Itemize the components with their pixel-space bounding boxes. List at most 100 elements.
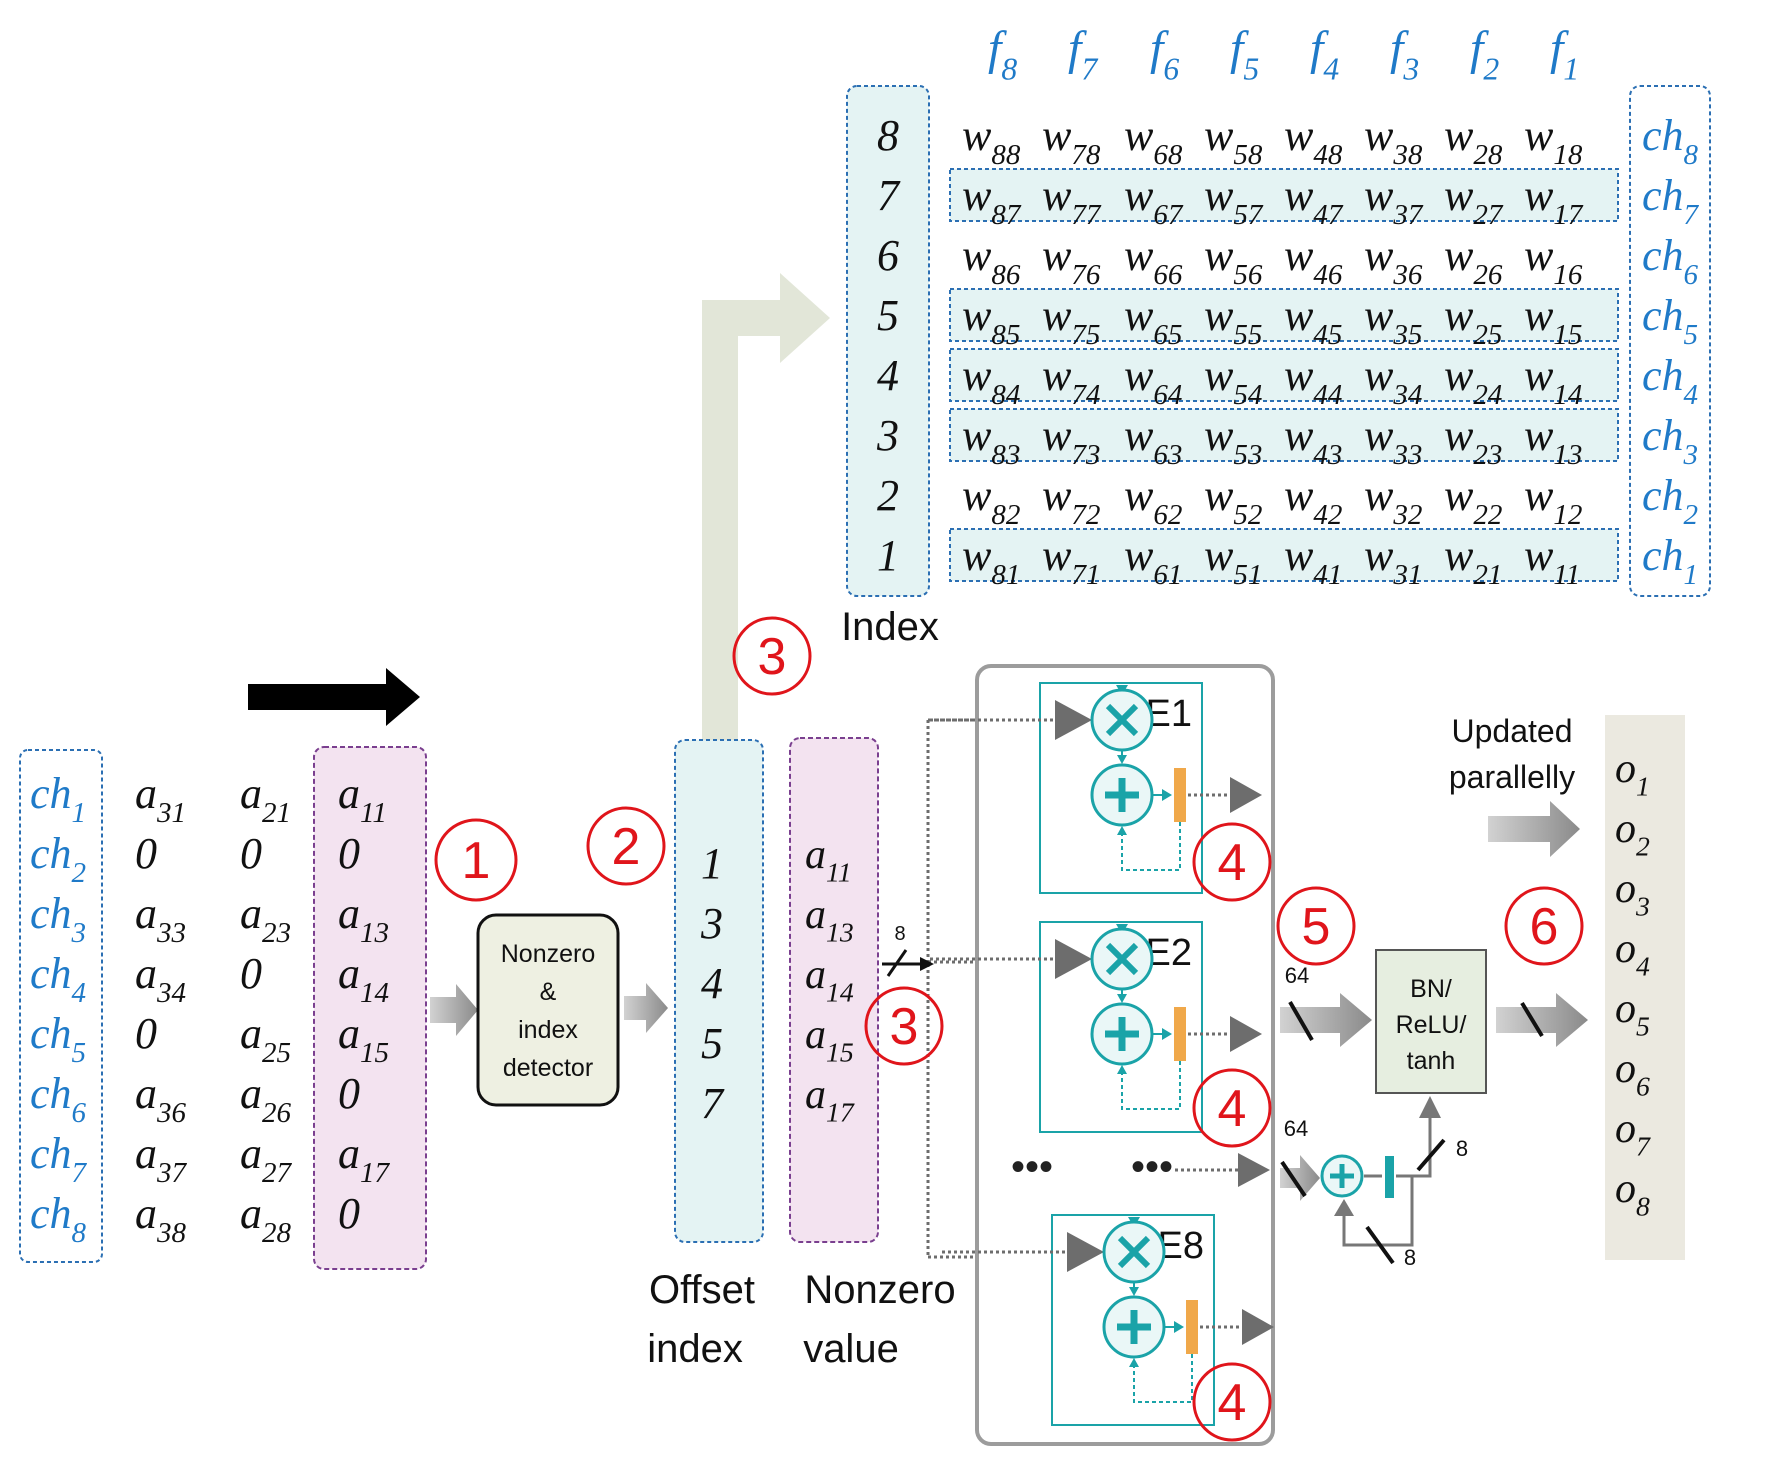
step-marker-circle [864,986,944,1066]
weight-cell: w85 [962,291,1020,351]
nonzero-bus-arrowhead [920,957,934,971]
filter-label: f6 [1150,22,1179,86]
filter-label: f5 [1230,22,1259,86]
nonzero-value-item: a15 [805,1012,854,1067]
postproc-label-3: tanh [1407,1047,1456,1075]
weight-cell: w71 [1042,531,1100,591]
pe-out-arrow [1280,993,1372,1047]
accumulate-register [1385,1156,1394,1198]
activation-value: 0 [135,829,157,878]
accumulation-path: 64 8 8 [1280,1096,1468,1270]
weight-cell: w66 [1124,231,1183,291]
weight-cell: w83 [962,411,1020,471]
weight-row-highlight [949,408,1619,462]
filter-label: f2 [1470,22,1499,86]
weight-cell: w41 [1284,531,1342,591]
output-value: o2 [1615,806,1650,861]
weight-index-value: 6 [877,231,899,280]
weight-cell: w23 [1444,411,1502,471]
weight-cell: w17 [1524,171,1584,231]
step-marker: 2 [612,818,641,876]
weight-cell: w32 [1364,471,1422,531]
accumulator-register [1174,1007,1186,1061]
pe-block: PE1 [930,682,1262,894]
input-channel-column [19,749,103,1263]
weight-cell: w45 [1284,291,1342,351]
weight-cell: w62 [1124,471,1182,531]
nonzero-value-item: a14 [805,952,854,1007]
activation-value: a38 [135,1189,187,1249]
postproc-out-slash [1520,1001,1544,1038]
weight-cell: w18 [1524,111,1583,171]
offset-caption-1: Offset [649,1268,755,1312]
weight-cell: w31 [1364,531,1422,591]
weight-row-highlight [949,348,1619,402]
weight-cell: w72 [1042,471,1100,531]
input-channel-label: ch3 [30,889,86,949]
adder-out-width: 8 [1456,1136,1468,1161]
accumulator-register [1186,1300,1198,1354]
weight-cell: w11 [1524,531,1580,591]
offset-index-value: 7 [701,1079,725,1128]
weight-cell: w12 [1524,471,1582,531]
activation-value: a13 [338,889,389,949]
output-value: o7 [1615,1106,1651,1161]
nonzero-value-item: a13 [805,892,854,947]
weight-cell: w27 [1444,171,1504,231]
weight-index-value: 2 [877,471,899,520]
update-arrow [1488,801,1580,857]
weight-cell: w77 [1042,171,1102,231]
weight-cell: w84 [962,351,1020,411]
nonzero-value-item: a11 [805,832,852,887]
step-marker-circle [1192,1068,1272,1148]
step-marker: 6 [1530,898,1559,956]
postproc-label-1: BN/ [1410,975,1452,1003]
weight-cell: w76 [1042,231,1101,291]
weight-channel-label: ch6 [1642,231,1699,291]
weight-cell: w67 [1124,171,1184,231]
feedback-width: 8 [1404,1245,1416,1270]
pe-out-slash [1288,1000,1314,1042]
adder-in-width: 64 [1284,1116,1308,1141]
activation-value: a28 [240,1189,292,1249]
output-value: o8 [1615,1166,1650,1221]
input-channel-label: ch7 [30,1129,88,1189]
activation-value: a27 [240,1129,293,1189]
weight-cell: w43 [1284,411,1342,471]
weight-cell: w22 [1444,471,1502,531]
weight-lookup-arrow [702,273,830,740]
weight-cell: w55 [1204,291,1262,351]
activation-value: a17 [338,1129,391,1189]
weight-cell: w21 [1444,531,1502,591]
weight-cell: w48 [1284,111,1343,171]
weight-index-value: 5 [877,291,899,340]
activation-value: a34 [135,949,186,1009]
output-value: o4 [1615,926,1650,981]
weight-cell: w37 [1364,171,1424,231]
weight-cell: w13 [1524,411,1582,471]
weight-channel-label: ch8 [1642,111,1699,171]
weight-cell: w38 [1364,111,1423,171]
weight-cell: w56 [1204,231,1263,291]
weight-cell: w75 [1042,291,1100,351]
filter-label: f7 [1068,22,1098,86]
weight-cell: w88 [962,111,1021,171]
input-channel-label: ch5 [30,1009,86,1069]
pe-block: PE8 [942,1214,1274,1426]
weight-channel-label: ch3 [1642,411,1698,471]
offset-caption-2: index [647,1327,743,1371]
outputs-column [1605,715,1685,1260]
offset-index-value: 4 [701,959,723,1008]
step-marker-circle [1192,1362,1272,1442]
